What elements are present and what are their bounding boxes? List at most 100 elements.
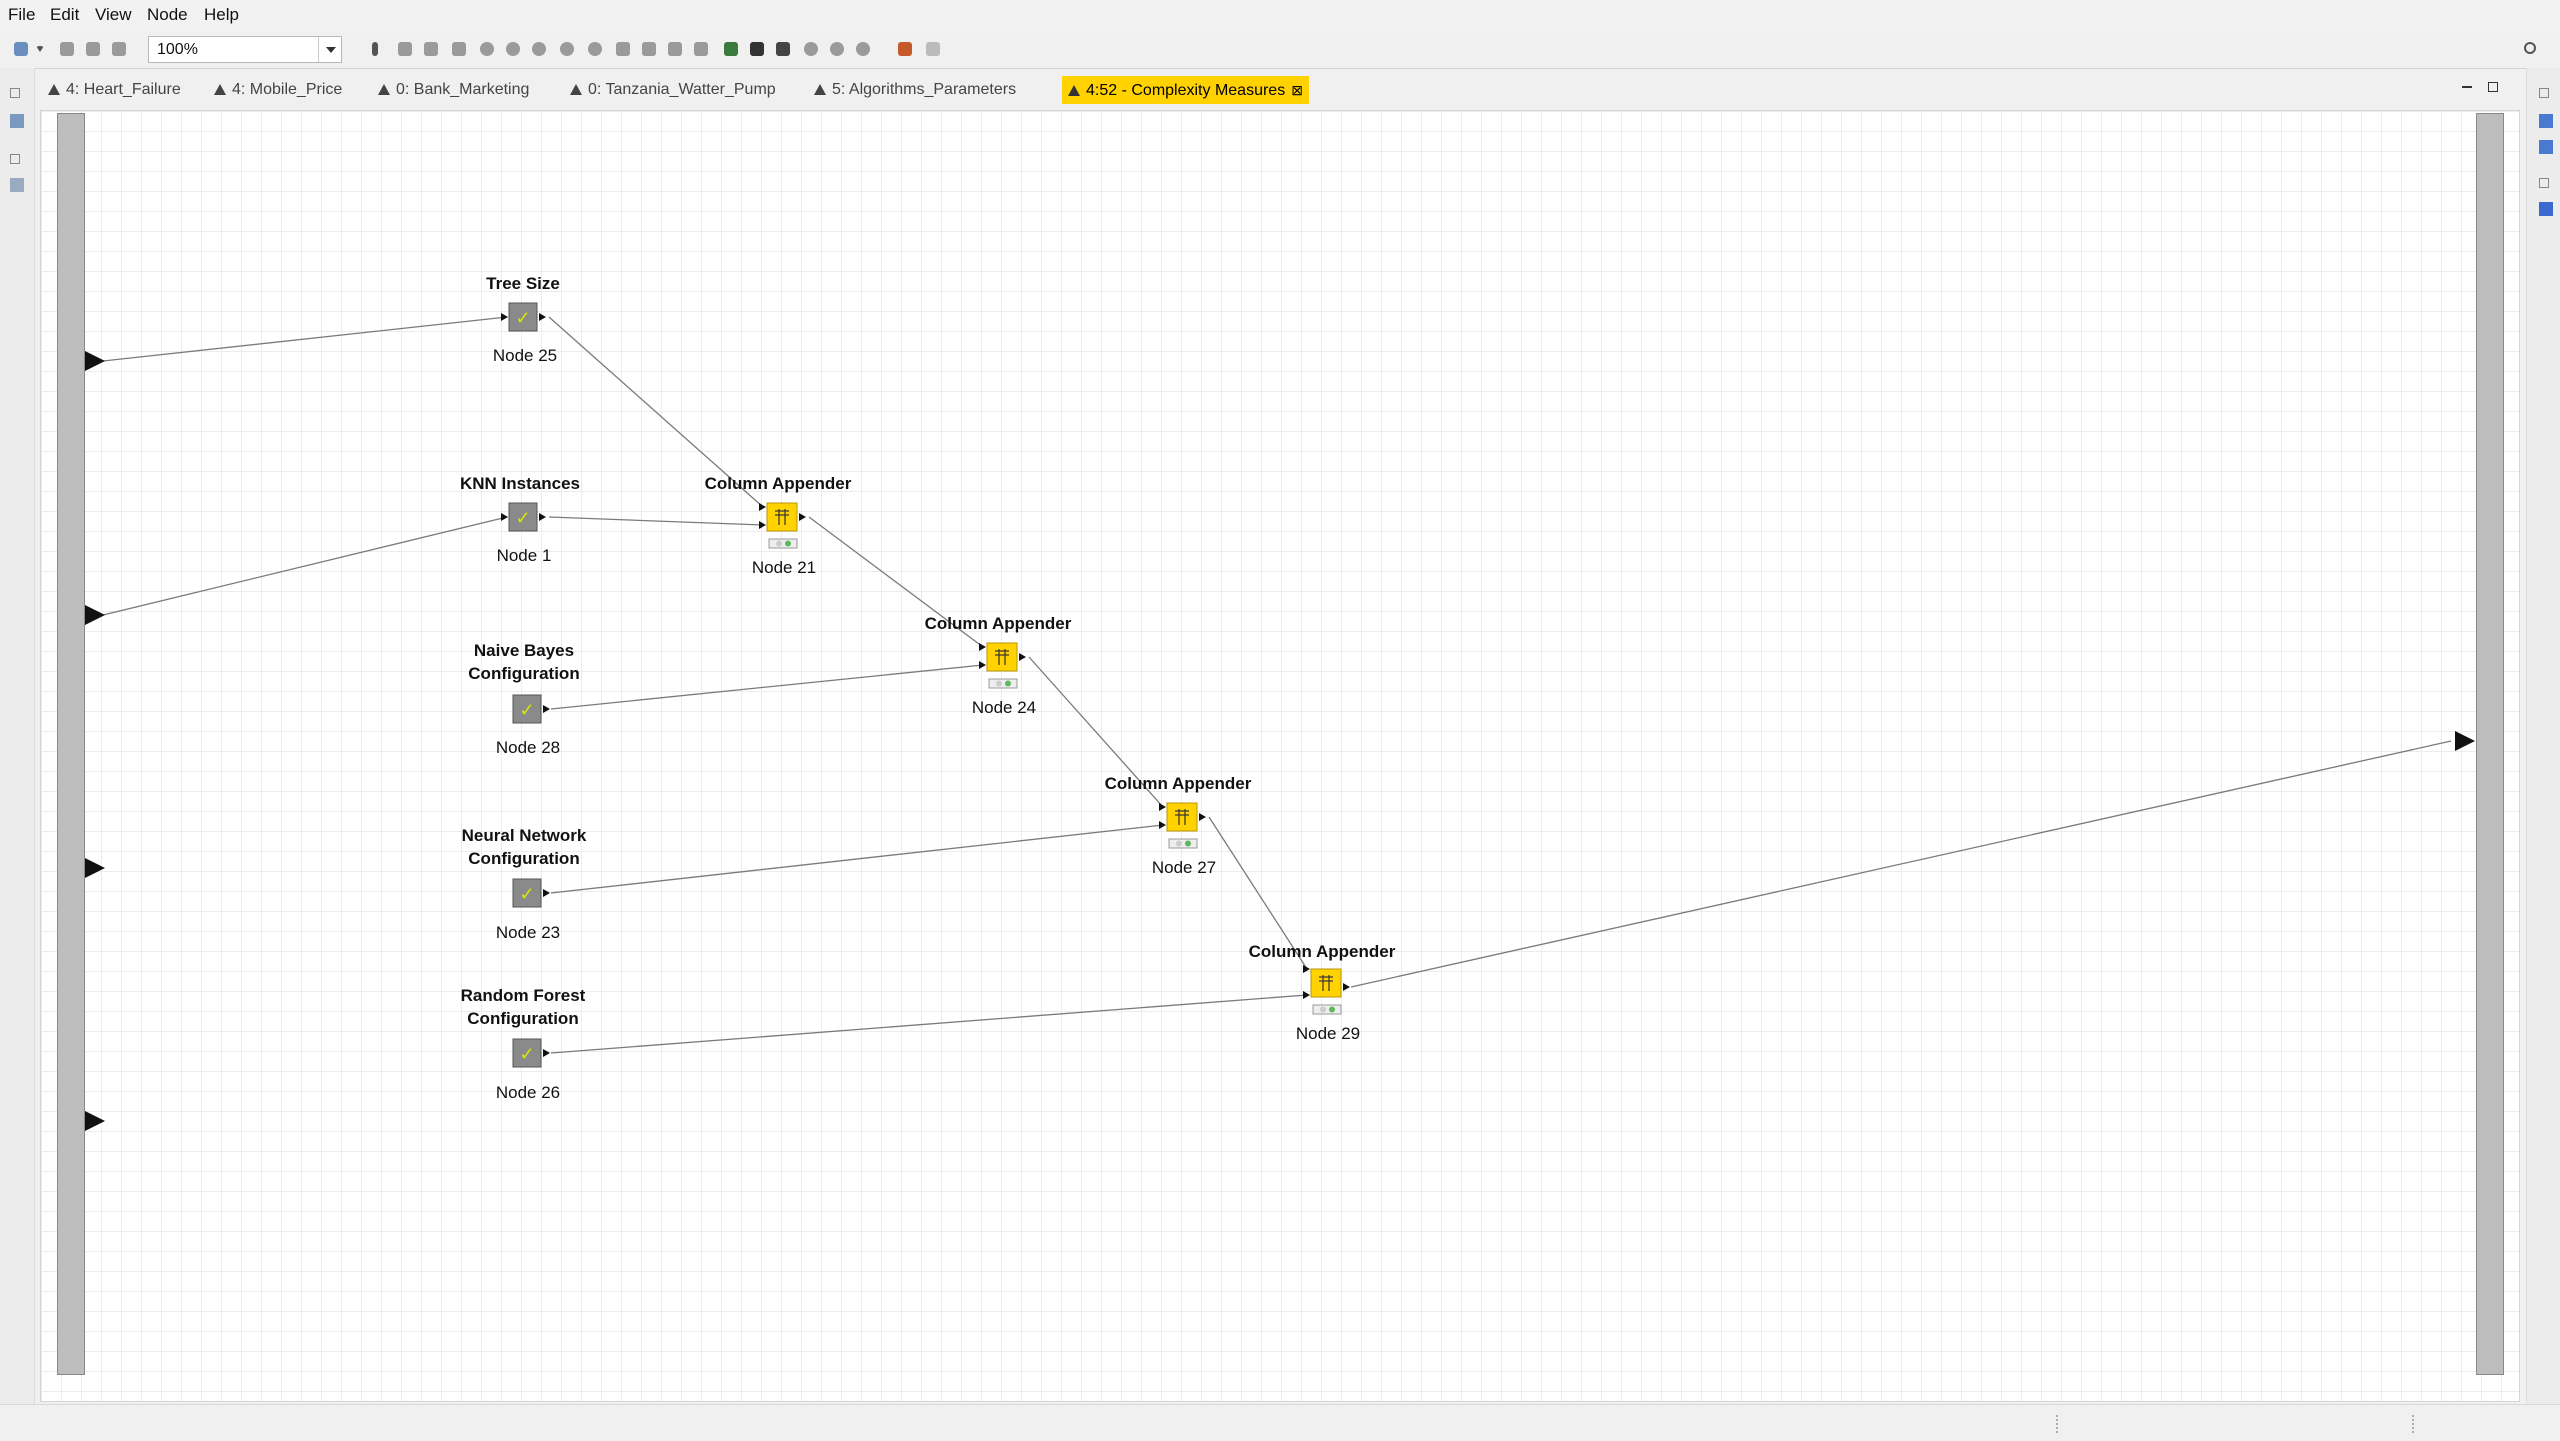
tab-complexity-measures[interactable]: 4:52 - Complexity Measures⊠ [1062,76,1309,104]
link-icon[interactable] [398,42,412,56]
input-port-4[interactable] [85,1111,105,1131]
explorer-icon[interactable] [10,114,24,128]
save-icon[interactable] [60,42,74,56]
loop-icon[interactable] [804,42,818,56]
minimize-icon[interactable] [2462,86,2472,88]
connection[interactable] [550,664,984,710]
menu-view[interactable]: View [95,5,132,24]
node-tree-size[interactable]: Tree Size ✓ Node 25 [486,274,560,365]
connection[interactable] [808,516,984,648]
status-traffic-light [988,678,1018,689]
step-icon[interactable] [532,42,546,56]
repository-icon[interactable] [10,178,24,192]
run-all-icon[interactable] [506,42,520,56]
menu-edit[interactable]: Edit [50,5,80,24]
output-port-1[interactable] [2455,731,2475,751]
new-workflow-icon[interactable] [14,42,28,56]
connection[interactable] [102,316,508,362]
layout-icon[interactable] [424,42,438,56]
node-column-appender-21[interactable]: Column Appender Node 21 [705,474,852,577]
reset-icon[interactable] [616,42,630,56]
connection[interactable] [550,824,1164,894]
cancel-icon[interactable] [560,42,574,56]
node-title: Configuration [468,849,579,868]
close-icon[interactable]: ⊠ [1291,82,1303,98]
workflow-output-bar[interactable] [2476,113,2504,1375]
execute-icon[interactable] [372,42,378,56]
node-column-appender-24[interactable]: Column Appender Node 24 [925,614,1072,717]
search-icon[interactable] [2524,42,2536,54]
node-column-appender-27[interactable]: Column Appender Node 27 [1105,774,1252,877]
pause-icon[interactable] [830,42,844,56]
menu-file[interactable]: File [8,5,36,24]
node-title: Column Appender [1105,774,1252,793]
appender-icon [1319,975,1333,991]
chevron-down-icon[interactable] [36,46,44,52]
warning-icon [378,84,390,95]
node-neural-network-configuration[interactable]: Neural Network Configuration ✓ Node 23 [462,826,587,942]
menu-bar: File Edit View Node Help [0,0,2560,32]
zoom-icon[interactable] [694,42,708,56]
view-icon[interactable] [668,42,682,56]
snap-icon[interactable] [776,42,790,56]
node-title: Tree Size [486,274,560,293]
connection-icon[interactable] [750,42,764,56]
node-id: Node 24 [972,698,1036,717]
tab-algorithms-parameters[interactable]: 5: Algorithms_Parameters [808,76,1022,104]
grid-icon[interactable] [724,42,738,56]
tab-heart-failure[interactable]: 4: Heart_Failure [42,76,187,104]
node-column-appender-29[interactable]: Column Appender Node 29 [1249,942,1396,1043]
restore-icon[interactable] [2539,88,2549,98]
input-port-2[interactable] [85,605,105,625]
connection[interactable] [550,994,1308,1054]
check-icon: ✓ [515,308,530,328]
tab-label: 4: Heart_Failure [66,81,181,98]
node-naive-bayes-configuration[interactable]: Naive Bayes Configuration ✓ Node 28 [468,641,579,757]
restore-icon[interactable] [2539,178,2549,188]
maximize-icon[interactable] [2488,82,2498,92]
status-traffic-light [1312,1004,1342,1015]
node-id: Node 23 [496,923,560,942]
configure-icon[interactable] [452,42,466,56]
panel-icon[interactable] [926,42,940,56]
status-traffic-light [768,538,798,549]
zoom-combobox[interactable]: 100% [148,36,342,63]
connection[interactable] [548,516,764,526]
connection[interactable] [1208,816,1308,970]
tab-tanzania-watter-pump[interactable]: 0: Tanzania_Watter_Pump [564,76,782,104]
tab-label: 0: Bank_Marketing [396,81,530,98]
console-icon[interactable] [2539,202,2553,216]
connection[interactable] [1028,656,1164,808]
outline-icon[interactable] [2539,140,2553,154]
resume-icon[interactable] [856,42,870,56]
connection[interactable] [1350,740,2452,988]
node-title: Neural Network [462,826,587,845]
connection[interactable] [548,316,764,508]
run-icon[interactable] [480,42,494,56]
workflow-input-bar[interactable] [57,113,85,1375]
input-port-3[interactable] [85,858,105,878]
node-random-forest-configuration[interactable]: Random Forest Configuration ✓ Node 26 [461,986,586,1102]
status-traffic-light [1168,838,1198,849]
check-icon: ✓ [519,700,534,720]
tab-bank-marketing[interactable]: 0: Bank_Marketing [372,76,535,104]
editor-tabs: 4: Heart_Failure 4: Mobile_Price 0: Bank… [40,72,2498,108]
node-title: Naive Bayes [474,641,574,660]
annotation-icon[interactable] [642,42,656,56]
menu-node[interactable]: Node [147,5,188,24]
tab-mobile-price[interactable]: 4: Mobile_Price [208,76,348,104]
save-as-icon[interactable] [86,42,100,56]
cancel-all-icon[interactable] [588,42,602,56]
debug-icon[interactable] [898,42,912,56]
workflow-canvas[interactable]: Tree Size ✓ Node 25 KNN Instances ✓ Node… [40,110,2520,1402]
description-icon[interactable] [2539,114,2553,128]
connection[interactable] [102,516,508,616]
menu-help[interactable]: Help [204,5,239,24]
restore-icon[interactable] [10,154,20,164]
save-all-icon[interactable] [112,42,126,56]
input-port-1[interactable] [85,351,105,371]
node-knn-instances[interactable]: KNN Instances ✓ Node 1 [460,474,580,565]
restore-icon[interactable] [10,88,20,98]
status-separator [2412,1415,2416,1433]
chevron-down-icon[interactable] [318,37,341,62]
